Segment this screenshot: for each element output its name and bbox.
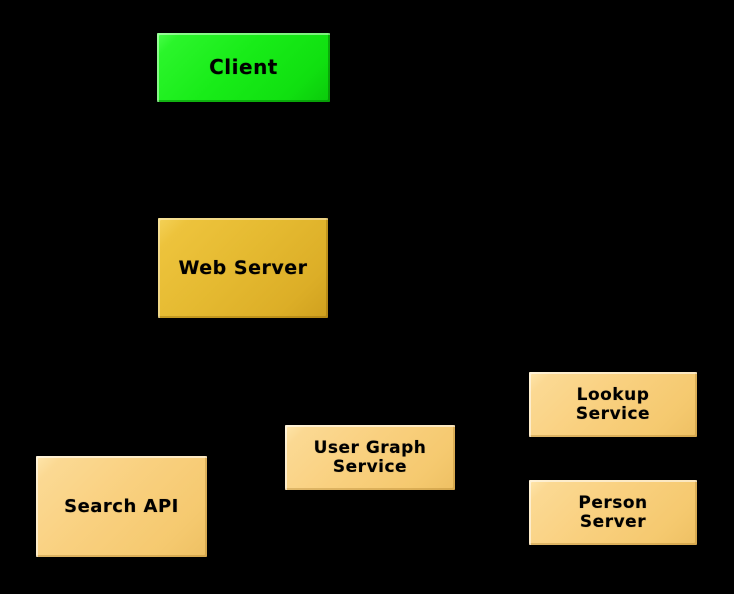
node-user-graph-service[interactable]: User Graph Service <box>285 425 455 490</box>
node-label-search-api: Search API <box>64 495 179 517</box>
node-web-server[interactable]: Web Server <box>158 218 328 318</box>
node-label-user-graph-service: User Graph Service <box>313 438 427 477</box>
node-label-person-server: Person Server <box>578 493 648 532</box>
node-label-lookup-service: Lookup Service <box>575 385 651 424</box>
node-label-web-server: Web Server <box>178 256 308 279</box>
node-label-client: Client <box>209 54 278 79</box>
node-lookup-service[interactable]: Lookup Service <box>529 372 697 437</box>
node-client[interactable]: Client <box>157 33 330 102</box>
node-person-server[interactable]: Person Server <box>529 480 697 545</box>
node-search-api[interactable]: Search API <box>36 456 207 557</box>
